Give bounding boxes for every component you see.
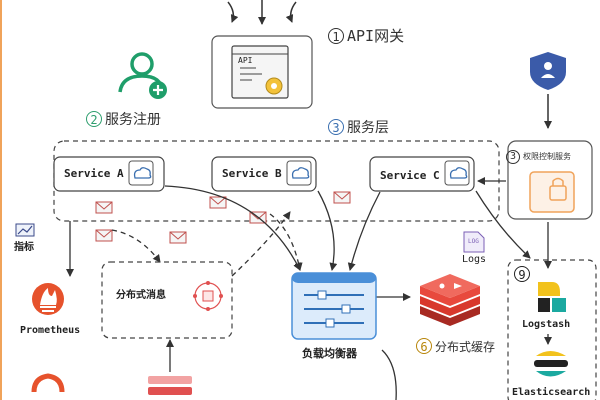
envelope-icon	[169, 231, 187, 244]
envelope-icon	[209, 196, 227, 209]
step-number: 1	[328, 28, 344, 44]
service-a-label: Service A	[64, 167, 124, 180]
permission-service-node	[507, 140, 593, 220]
lock-window-icon	[529, 171, 575, 213]
service-c-label: Service C	[380, 169, 440, 182]
elasticsearch-label: Elasticsearch	[512, 387, 591, 398]
logstash-icon	[538, 282, 566, 312]
api-window-icon	[231, 45, 289, 99]
chip-cloud-icon	[128, 160, 154, 186]
metrics-label: 指标	[14, 242, 34, 253]
message-arrows	[111, 211, 303, 277]
logs-label: Logs	[462, 254, 487, 265]
envelope-icon	[333, 191, 351, 204]
service-layer-title: 服务层	[347, 120, 389, 136]
api-gateway-node	[211, 35, 313, 109]
message-queue-icon	[193, 281, 223, 311]
step-number: 3	[506, 150, 520, 164]
prometheus-label: Prometheus	[20, 325, 81, 336]
step-number: 2	[86, 111, 102, 127]
load-balancer-icon	[291, 272, 377, 340]
elk-box	[507, 259, 597, 400]
logstash-label: Logstash	[522, 319, 571, 330]
lb-label: 负载均衡器	[302, 347, 357, 360]
redis-icon	[420, 274, 480, 326]
elk-number: 9	[514, 266, 533, 282]
user-add-icon	[118, 52, 167, 99]
service-registry-title: 服务注册	[105, 112, 161, 128]
api-gateway-title: API网关	[347, 27, 405, 45]
message-broker-partial-icon	[148, 376, 192, 395]
cache-title: 分布式缓存	[435, 340, 496, 354]
gear-partial-icon	[31, 373, 65, 393]
chip-cloud-icon	[444, 160, 470, 186]
permission-title: 权限控制服务	[523, 152, 571, 161]
service-arrows	[66, 185, 552, 372]
incoming-arrows	[227, 0, 297, 25]
api-box-text: API	[238, 56, 253, 65]
step-number: 3	[328, 119, 344, 135]
service-b-label: Service B	[222, 167, 282, 180]
chart-monitor-icon	[15, 223, 35, 237]
chip-cloud-icon	[286, 160, 312, 186]
step-number: 6	[416, 338, 432, 354]
log-file-text: LOG	[468, 238, 479, 245]
elasticsearch-icon	[534, 351, 568, 377]
step-number: 9	[514, 266, 530, 282]
envelope-icon	[95, 229, 113, 242]
message-queue-box	[101, 261, 233, 339]
mq-label: 分布式消息	[116, 290, 166, 301]
prometheus-icon	[32, 283, 64, 315]
envelope-icon	[95, 201, 113, 214]
lb-down-arrow	[381, 349, 397, 400]
log-file-icon	[463, 231, 485, 253]
shield-user-icon	[530, 52, 566, 90]
